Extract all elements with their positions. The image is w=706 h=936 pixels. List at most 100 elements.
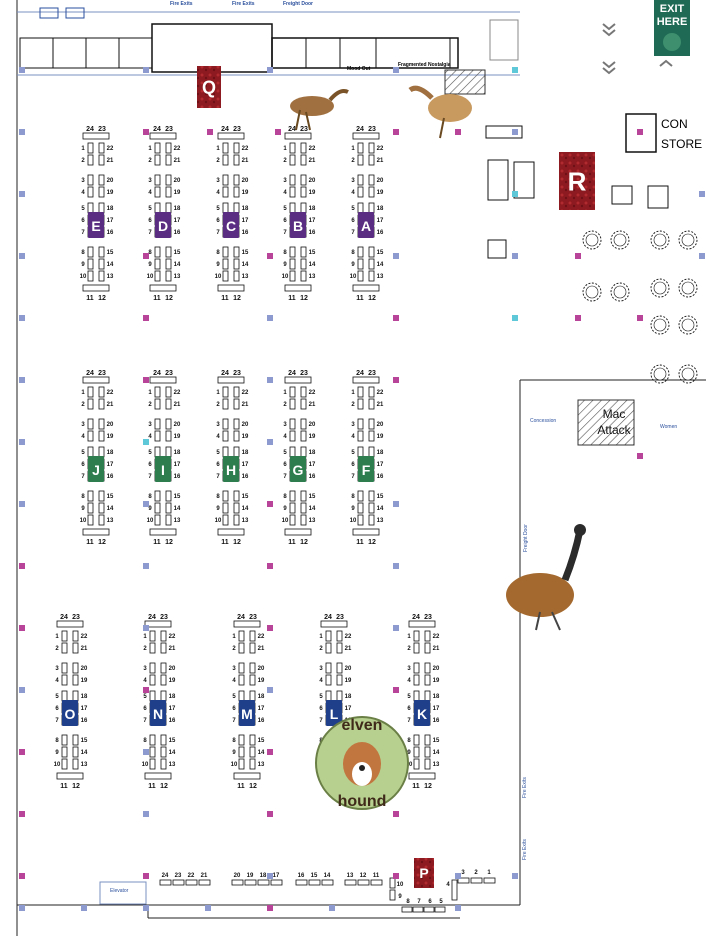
table <box>336 674 343 686</box>
table-number: 11 <box>288 539 296 546</box>
table <box>368 174 375 186</box>
floor-post <box>143 377 149 383</box>
table <box>149 746 156 758</box>
round-table <box>678 278 698 298</box>
table <box>165 258 172 270</box>
table-top-pair <box>284 132 312 140</box>
table <box>289 246 296 258</box>
floor-post <box>19 253 25 259</box>
table-number: 21 <box>174 402 181 408</box>
table-number: 1 <box>487 870 491 876</box>
table <box>165 490 172 502</box>
table <box>98 514 105 526</box>
table-number: 6 <box>81 218 85 224</box>
table <box>72 690 79 702</box>
section-marker-i: I <box>155 456 171 482</box>
table-number: 12 <box>165 295 173 302</box>
floor-post <box>267 377 273 383</box>
table-number: 4 <box>283 190 287 196</box>
table-number: 24 <box>221 370 229 377</box>
table <box>154 430 161 442</box>
table <box>222 502 229 514</box>
fire-exits-label-1: Fire Exits <box>170 1 193 7</box>
table-number: 13 <box>107 274 114 280</box>
table-number: 23 <box>72 614 80 621</box>
table <box>222 174 229 186</box>
table-number: 12 <box>249 783 257 790</box>
table-number: 17 <box>309 218 316 224</box>
floor-post <box>393 563 399 569</box>
table-number: 12 <box>72 783 80 790</box>
table <box>289 270 296 282</box>
table-number: 15 <box>377 494 384 500</box>
table <box>424 630 431 642</box>
table <box>154 446 161 458</box>
section-letter: D <box>158 218 168 234</box>
table-number: 17 <box>433 706 440 712</box>
table <box>300 246 307 258</box>
table-number: 1 <box>148 146 152 152</box>
table-number: 7 <box>283 474 287 480</box>
floor-post <box>393 67 399 73</box>
table-number: 2 <box>283 158 287 164</box>
table <box>325 642 332 654</box>
table-number: 3 <box>232 666 236 672</box>
table <box>249 734 256 746</box>
table-number: 3 <box>319 666 323 672</box>
table-number: 11 <box>153 295 161 302</box>
table <box>300 446 307 458</box>
table-number: 12 <box>368 295 376 302</box>
table <box>72 674 79 686</box>
table-number: 15 <box>258 738 265 744</box>
table-bottom-pair <box>56 772 84 780</box>
section-letter: I <box>161 462 165 478</box>
table <box>424 746 431 758</box>
table-number: 24 <box>356 126 364 133</box>
table-number: 8 <box>406 899 410 905</box>
floor-post <box>81 905 87 911</box>
table <box>233 430 240 442</box>
table-number: 11 <box>153 539 161 546</box>
table-number: 7 <box>216 474 220 480</box>
table <box>357 202 364 214</box>
table-number: 6 <box>283 218 287 224</box>
table-number: 14 <box>242 262 249 268</box>
section-marker-n: N <box>150 700 166 726</box>
table <box>413 630 420 642</box>
table-number: 9 <box>398 894 402 900</box>
table-number: 6 <box>407 706 411 712</box>
table <box>98 398 105 410</box>
section-tile <box>239 700 255 726</box>
table-number: 15 <box>242 494 249 500</box>
table <box>249 642 256 654</box>
table-number: 18 <box>107 206 114 212</box>
table-number: 23 <box>249 614 257 621</box>
table <box>87 490 94 502</box>
table-number: 2 <box>81 158 85 164</box>
table <box>238 662 245 674</box>
table <box>87 174 94 186</box>
table-number: 6 <box>283 462 287 468</box>
table-number: 4 <box>232 678 236 684</box>
table-number: 4 <box>143 678 147 684</box>
section-letter: G <box>293 462 304 478</box>
floor-post <box>19 905 25 911</box>
table-number: 15 <box>309 494 316 500</box>
table-top-pair <box>284 376 312 384</box>
table-number: 10 <box>282 274 289 280</box>
table <box>424 758 431 770</box>
table-number: 23 <box>300 126 308 133</box>
table-number: 20 <box>242 422 249 428</box>
table <box>154 398 161 410</box>
floor-post <box>19 439 25 445</box>
section-letter: H <box>226 462 236 478</box>
table-number: 21 <box>345 646 352 652</box>
table-number: 17 <box>174 462 181 468</box>
table-number: 7 <box>232 718 236 724</box>
small-booth <box>487 159 509 201</box>
table <box>300 514 307 526</box>
table-number: 9 <box>283 506 287 512</box>
section-marker-j: J <box>88 456 104 482</box>
table <box>238 630 245 642</box>
table-number: 15 <box>169 738 176 744</box>
